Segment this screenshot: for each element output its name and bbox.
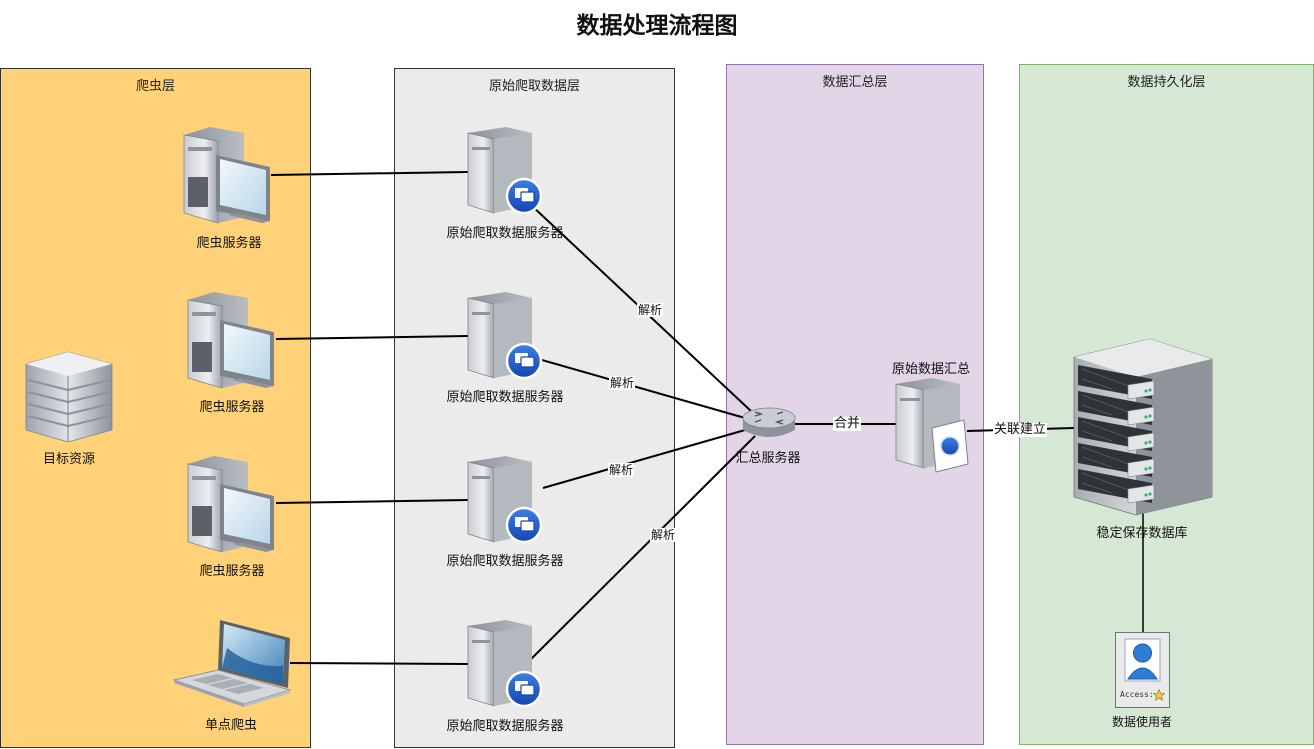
hub-label: 汇总服务器: [735, 451, 801, 466]
router-icon[interactable]: [741, 406, 797, 442]
lane-crawler-title: 爬虫层: [135, 79, 175, 94]
raw-server-4-icon[interactable]: [466, 618, 546, 710]
laptop-icon[interactable]: [172, 618, 292, 708]
user-icon: [1124, 638, 1161, 682]
edge-raw1-hub: [499, 175, 753, 413]
edge-label-parse-2: 解析: [608, 376, 636, 390]
lane-aggregate-title: 数据汇总层: [822, 75, 888, 90]
diagram-title: 数据处理流程图: [576, 13, 738, 39]
crawler-server-2-icon[interactable]: [186, 290, 278, 390]
data-user-label: 数据使用者: [1111, 715, 1173, 729]
lane-raw-title: 原始爬取数据层: [488, 79, 580, 94]
edge-crawler1-raw1: [270, 171, 469, 176]
crawler-server-1-label: 爬虫服务器: [196, 236, 262, 251]
raw-server-3-icon[interactable]: [466, 454, 546, 546]
single-crawler-label: 单点爬虫: [204, 718, 258, 733]
access-badge-text: Access:: [1120, 690, 1154, 699]
raw-server-1-icon[interactable]: [466, 125, 546, 217]
edge-raw3-hub: [542, 429, 746, 489]
raw-summary-label: 原始数据汇总: [891, 362, 971, 377]
database-label: 稳定保存数据库: [1096, 526, 1188, 541]
edge-crawler2-raw2: [275, 335, 469, 340]
edge-label-relate: 关联建立: [992, 422, 1048, 437]
crawler-server-3-label: 爬虫服务器: [199, 564, 265, 579]
raw-server-3-label: 原始爬取数据服务器: [446, 554, 564, 569]
raw-server-1-label: 原始爬取数据服务器: [446, 226, 564, 241]
user-access-card[interactable]: Access:: [1115, 632, 1170, 708]
edge-label-merge: 合并: [832, 416, 862, 431]
raw-server-2-icon[interactable]: [466, 290, 546, 382]
edge-single-raw4: [289, 662, 469, 665]
lane-persist-title: 数据持久化层: [1127, 75, 1206, 90]
edge-label-parse-4: 解析: [649, 528, 677, 542]
rack-server-icon[interactable]: [1072, 337, 1214, 517]
edge-crawler3-raw3: [275, 499, 469, 504]
raw-server-4-label: 原始爬取数据服务器: [446, 719, 564, 734]
edge-raw4-hub: [509, 435, 756, 681]
building-icon[interactable]: [22, 350, 116, 442]
star-icon: [1153, 689, 1165, 701]
crawler-server-3-icon[interactable]: [186, 454, 278, 554]
raw-server-2-label: 原始爬取数据服务器: [446, 390, 564, 405]
edge-label-parse-3: 解析: [607, 463, 635, 477]
server-certificate-icon[interactable]: [894, 376, 970, 474]
crawler-server-2-label: 爬虫服务器: [199, 400, 265, 415]
crawler-server-1-icon[interactable]: [182, 125, 274, 225]
target-resource-label: 目标资源: [42, 452, 96, 467]
edge-label-parse-1: 解析: [636, 303, 664, 317]
